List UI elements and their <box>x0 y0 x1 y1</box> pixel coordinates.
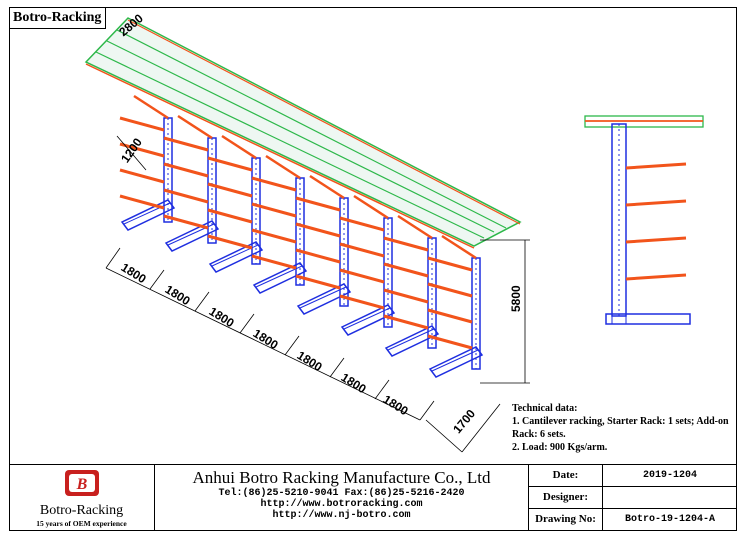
rack-base <box>208 241 264 273</box>
rack-arm <box>207 156 253 172</box>
rack-arm <box>119 194 165 210</box>
date-value: 2019-1204 <box>642 470 697 481</box>
brand-logo-icon: B <box>65 470 99 496</box>
rack-arm <box>295 274 341 290</box>
technical-title: Technical data: <box>512 403 578 414</box>
date-row: Date: 2019-1204 <box>529 465 737 487</box>
rack-top-arm <box>177 114 213 140</box>
height-label: 5800 <box>509 285 523 312</box>
rack-arm <box>383 236 429 252</box>
rack-arm <box>163 214 209 230</box>
company-website-1: http://www.botroracking.com <box>260 499 423 510</box>
rack-base <box>384 325 440 357</box>
rack-arm <box>427 256 473 272</box>
rack-arm <box>427 308 473 324</box>
rack-base-line <box>299 286 347 309</box>
rack-base <box>340 304 396 336</box>
drawing-frame <box>9 7 737 531</box>
rack-top-arm <box>309 174 345 200</box>
bay-4-label: 1800 <box>251 326 281 352</box>
height-dimension <box>480 239 530 384</box>
rack-base <box>296 283 352 315</box>
rack-arm <box>119 142 165 158</box>
rack-base <box>428 346 484 378</box>
technical-notes: Technical data: 1. Cantilever racking, S… <box>512 402 734 454</box>
bay-7-label: 1800 <box>381 392 411 418</box>
rack-arm <box>251 176 297 192</box>
bay-dimension-chain <box>105 247 435 421</box>
rack-top-arm <box>133 94 169 120</box>
brand-tab: Botro-Racking <box>9 7 107 29</box>
rack-arm <box>207 234 253 250</box>
rack-base <box>164 220 220 252</box>
date-label: Date: <box>529 465 603 486</box>
rack-base-line <box>431 349 479 372</box>
base-depth-dimension <box>425 403 501 453</box>
technical-line-2: 2. Load: 900 Kgs/arm. <box>512 442 608 453</box>
rack-top-arm <box>441 234 477 260</box>
info-cell: Date: 2019-1204 Designer: Drawing No: Bo… <box>529 465 737 531</box>
rack-base-line <box>343 307 391 330</box>
arm-length-dimension: 1200 <box>116 135 147 171</box>
company-phone: Tel:(86)25-5210-9041 Fax:(86)25-5216-242… <box>218 488 465 499</box>
drawing-no-label: Drawing No: <box>529 509 603 531</box>
rack-top-arm <box>265 154 301 180</box>
rack-arm <box>163 162 209 178</box>
rack-top-arm <box>397 214 433 240</box>
rack-arm <box>163 188 209 204</box>
logo-cell: B Botro-Racking 15 years of OEM experien… <box>9 465 155 531</box>
rack-top-arm <box>353 194 389 220</box>
rack-arm <box>383 314 429 330</box>
rack-columns <box>119 94 484 378</box>
rack-arm <box>207 182 253 198</box>
designer-label: Designer: <box>529 487 603 508</box>
rack-arm <box>383 262 429 278</box>
company-website-2: http://www.nj-botro.com <box>272 510 411 521</box>
rack-arm <box>295 196 341 212</box>
rack-arm <box>383 288 429 304</box>
bay-1-label: 1800 <box>119 260 149 286</box>
rack-base <box>120 199 176 231</box>
designer-value <box>603 487 737 508</box>
side-view <box>584 115 704 325</box>
company-name: Anhui Botro Racking Manufacture Co., Ltd <box>192 468 491 487</box>
rack-arm <box>295 248 341 264</box>
drawing-no-value: Botro-19-1204-A <box>624 514 715 525</box>
company-cell: Anhui Botro Racking Manufacture Co., Ltd… <box>155 465 529 531</box>
drawing-no-row: Drawing No: Botro-19-1204-A <box>529 509 737 531</box>
rack-arm <box>295 222 341 238</box>
bay-3-label: 1800 <box>207 304 237 330</box>
rack-arm <box>339 294 385 310</box>
bay-5-label: 1800 <box>295 348 325 374</box>
rack-arm <box>339 216 385 232</box>
bay-2-label: 1800 <box>163 282 193 308</box>
rack-base <box>252 262 308 294</box>
rack-arm <box>163 136 209 152</box>
roof-canopy <box>84 17 522 249</box>
bay-6-label: 1800 <box>339 370 369 396</box>
rack-base-line <box>387 328 435 351</box>
rack-arm <box>427 282 473 298</box>
rack-arm <box>207 208 253 224</box>
rack-arm <box>339 242 385 258</box>
technical-line-1: 1. Cantilever racking, Starter Rack: 1 s… <box>512 416 729 440</box>
rack-arm <box>119 116 165 132</box>
logo-tagline: 15 years of OEM experience <box>36 519 127 528</box>
rack-arm <box>251 202 297 218</box>
logo-brand-name: Botro-Racking <box>39 503 124 518</box>
svg-text:B: B <box>76 476 88 493</box>
rack-arm <box>119 168 165 184</box>
designer-row: Designer: <box>529 487 737 509</box>
rack-arm <box>427 334 473 350</box>
rack-arm <box>251 254 297 270</box>
rack-arm <box>251 228 297 244</box>
rack-top-arm <box>221 134 257 160</box>
rack-arm <box>339 268 385 284</box>
base-depth-label: 1700 <box>450 406 478 436</box>
rack-base-line <box>255 265 303 288</box>
title-block: B Botro-Racking 15 years of OEM experien… <box>9 464 737 531</box>
